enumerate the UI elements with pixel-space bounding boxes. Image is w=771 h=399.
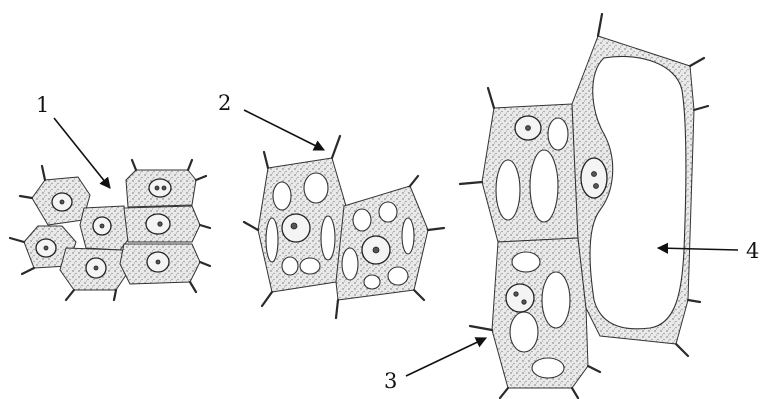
vacuole — [532, 358, 564, 378]
label-2: 2 — [218, 91, 231, 115]
nucleolus — [291, 223, 297, 229]
vacuole — [548, 118, 568, 150]
nucleolus — [100, 224, 104, 228]
nucleolus — [522, 300, 526, 304]
vacuole — [353, 209, 371, 231]
vacuole — [402, 218, 414, 254]
nucleolus — [162, 186, 166, 190]
vacuole — [321, 216, 335, 260]
nucleolus — [60, 200, 64, 204]
nucleolus — [155, 186, 159, 190]
vacuole — [273, 182, 291, 210]
vacuole — [496, 160, 520, 220]
vacuole — [364, 275, 380, 289]
mature-cells-group — [460, 14, 708, 398]
vacuole — [304, 173, 328, 203]
vacuolating-cells-group — [244, 136, 444, 318]
vacuole — [542, 272, 570, 328]
label-2-arrow — [244, 110, 324, 150]
vacuole — [530, 150, 558, 222]
vacuole — [282, 257, 298, 275]
vacuole — [388, 267, 408, 285]
label-4: 4 — [746, 239, 759, 263]
label-1: 1 — [36, 93, 49, 117]
young-cells-group — [10, 160, 210, 300]
vacuole — [266, 218, 278, 262]
nucleolus — [594, 184, 599, 189]
vacuole — [379, 202, 397, 222]
nucleus — [506, 284, 534, 312]
nucleolus — [514, 292, 518, 296]
label-3-arrow — [406, 338, 486, 376]
nucleus — [149, 179, 171, 197]
vacuole — [512, 252, 540, 272]
nucleolus — [44, 246, 48, 250]
nucleolus — [156, 260, 160, 264]
nucleolus — [592, 172, 597, 177]
label-3: 3 — [384, 369, 397, 393]
nucleolus — [373, 247, 379, 253]
vacuole — [342, 248, 358, 280]
label-1-arrow — [54, 118, 110, 188]
nucleus — [581, 158, 607, 198]
nucleolus — [526, 126, 531, 131]
vacuole — [300, 258, 320, 274]
nucleolus — [94, 266, 98, 270]
vacuole — [510, 312, 538, 352]
nucleolus — [158, 222, 162, 226]
